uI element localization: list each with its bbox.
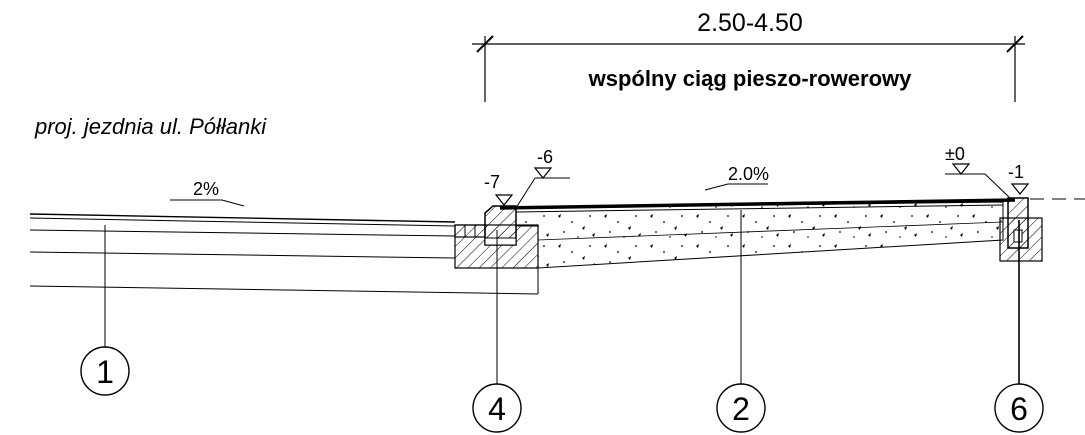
- path-surface: [499, 198, 1016, 213]
- marker-2: 2: [716, 383, 766, 433]
- width-label: 2.50-4.50: [697, 9, 803, 37]
- level-curb-edge: -7: [484, 172, 514, 206]
- marker-4-label: 4: [488, 391, 506, 427]
- marker-1: 1: [80, 346, 130, 396]
- path-name-label: wspólny ciąg pieszo-rowerowy: [588, 66, 913, 91]
- level-curb-top-label: -6: [537, 147, 553, 167]
- level-zero: ±0: [945, 144, 1011, 199]
- marker-6-label: 6: [1010, 391, 1028, 427]
- level-curb-edge-label: -7: [484, 172, 500, 192]
- path-base-layer: [515, 201, 1004, 269]
- width-dimension: 2.50-4.50 wspólny ciąg pieszo-rowerowy: [472, 9, 1025, 102]
- road-label: proj. jezdnia ul. Półłanki: [34, 114, 267, 139]
- level-edge-label: -1: [1008, 162, 1024, 182]
- marker-6: 6: [994, 383, 1044, 433]
- level-curb-top: -6: [515, 147, 570, 209]
- road-slope: 2%: [170, 179, 245, 207]
- road-slope-label: 2%: [193, 179, 219, 199]
- edge-stone-right: [1007, 197, 1029, 249]
- leader-lines: [104, 210, 1020, 385]
- path-slope-label: 2.0%: [728, 164, 769, 184]
- road-layers: [29, 213, 539, 295]
- path-slope: 2.0%: [704, 164, 769, 191]
- marker-2-label: 2: [732, 391, 750, 427]
- marker-4: 4: [472, 383, 522, 433]
- level-zero-label: ±0: [945, 144, 965, 164]
- level-edge: -1: [1008, 162, 1085, 200]
- marker-1-label: 1: [96, 354, 114, 390]
